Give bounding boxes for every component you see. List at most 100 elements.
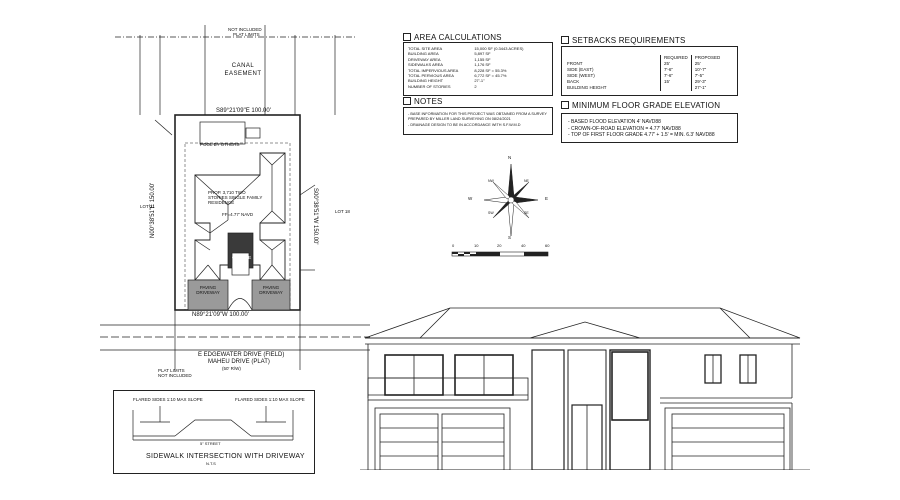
setbacks-cell: SIDE (WEST) [564, 73, 661, 79]
setbacks-cell [660, 85, 692, 91]
setbacks-cell: 29'-3" [694, 79, 707, 84]
nts-label: N.T.S [206, 461, 216, 466]
area-row-label: BUILDING HEIGHT [408, 78, 444, 84]
area-row-label: NUMBER OF STORIES [408, 83, 451, 89]
paving-driveway-right-label: PAVING DRIVEWAY [259, 285, 283, 295]
area-row: BUILDING HEIGHT 27'-1" [406, 78, 525, 83]
west-bearing-label: N00°38'51"E 150.00' [150, 182, 156, 238]
area-row-value: 15,000 SF (0.3443 ACRES) [474, 46, 524, 51]
north-arrow-compass-icon [483, 163, 539, 237]
east-bearing-label: S00°38'51"W 150.00' [312, 188, 318, 245]
canal-easement-label: CANAL EASEMENT [224, 63, 262, 77]
setbacks-cell: SIDE (EAST) [564, 67, 661, 73]
area-row: TOTAL PERVIOUS AREA 6,772 SF = 45.7% [406, 73, 525, 78]
front-elevation-drawing [360, 307, 810, 470]
area-row-value: 8,228 SF = 55.3% [474, 67, 507, 73]
south-bearing-label: N89°21'09"W 100.00' [192, 312, 249, 318]
area-row: SIDEWALKS AREA 1,176 SF [406, 62, 525, 67]
area-row: DRIVEWAY AREA 1,155 SF [406, 57, 525, 62]
plat-limits-top-label: PLAT LIMITS [233, 32, 260, 37]
site-plan [100, 25, 370, 370]
setbacks-cell: 7'-5" [694, 73, 704, 78]
scale-tick-60: 60 [545, 243, 550, 248]
notes-list: - BASE INFORMATION FOR THIS PROJECT WAS … [408, 112, 548, 128]
flared-sides-left-note: FLARED SIDES 1:10 MAX SLOPE [133, 397, 203, 402]
area-row-label: SIDEWALKS AREA [408, 62, 443, 68]
checkbox-icon [403, 97, 411, 105]
floor-grade-item: - BASED FLOOD ELEVATION 4' NAVD88 [568, 119, 661, 125]
compass-s-label: S [508, 235, 512, 240]
area-row: NUMBER OF STORIES 2 [406, 84, 525, 89]
scale-tick-40: 40 [521, 243, 526, 248]
checkbox-icon [561, 101, 569, 109]
compass-w-label: W [468, 196, 473, 201]
compass-se-label: SE [524, 211, 529, 215]
area-row-value: 1,176 SF [474, 62, 491, 68]
area-row-value: 6,772 SF = 45.7% [474, 73, 507, 79]
area-row: TOTAL SITE AREA 15,000 SF (0.3443 ACRES) [406, 46, 525, 51]
area-calculations-title: AREA CALCULATIONS [403, 33, 502, 42]
area-row-label: DRIVEWAY AREA [408, 56, 441, 62]
paving-driveway-left-label: PAVING DRIVEWAY [196, 285, 220, 295]
setbacks-cell: 7'-6" [660, 73, 692, 79]
north-bearing-label: S89°21'09"E 100.00' [216, 108, 271, 114]
area-row-label: BUILDING AREA [408, 51, 439, 57]
floor-grade-box: - BASED FLOOD ELEVATION 4' NAVD88 - CROW… [561, 113, 738, 143]
area-row-value: 2 [474, 83, 477, 89]
lot-21-label: LOT 21 [140, 204, 155, 209]
note-item: - BASE INFORMATION FOR THIS PROJECT WAS … [408, 112, 547, 121]
setbacks-cell: 25' [660, 61, 692, 67]
compass-sw-label: SW [488, 211, 494, 215]
setbacks-cell: 27'-1" [694, 85, 707, 90]
area-row-label: TOTAL SITE AREA [408, 46, 443, 51]
residence-label: PROP. 3,710 TWO STORIES SINGLE FAMILY RE… [208, 190, 263, 205]
setbacks-cell: 10'-7" [694, 67, 707, 72]
setbacks-cell: 7'-6" [660, 67, 692, 73]
setbacks-title: SETBACKS REQUIREMENTS [561, 36, 686, 45]
not-included-bottom-label: NOT INCLUDED [158, 373, 192, 378]
note-item: - DRAINAGE DESIGN TO BE IN ACCORDANCE WI… [408, 123, 521, 127]
scale-bar [451, 251, 549, 257]
floor-grade-item: - CROWN-OF-ROAD ELEVATION = 4.77' NAVD88 [568, 125, 681, 132]
notes-box: - BASE INFORMATION FOR THIS PROJECT WAS … [403, 107, 553, 135]
plat-limits-bottom-label: PLAT LIMITS [158, 368, 185, 373]
setbacks-row: SIDE (WEST)7'-6"7'-5" [564, 73, 723, 79]
lot-18-label: LOT 18 [335, 209, 350, 214]
setbacks-header-cell: PROPOSED [694, 55, 721, 60]
setbacks-header-cell [564, 55, 661, 61]
checkbox-icon [403, 33, 411, 41]
notes-title: NOTES [403, 97, 443, 106]
setbacks-row: BUILDING HEIGHT 27'-1" [564, 85, 723, 91]
area-row-label: TOTAL PERVIOUS AREA [408, 73, 454, 79]
area-row-value: 27'-1" [474, 78, 485, 84]
ffe-label: FF=4.77' NAVD [222, 212, 254, 217]
compass-nw-label: NW [488, 179, 494, 183]
area-row-label: TOTAL IMPERVIOUS AREA [408, 67, 459, 73]
setbacks-cell: BUILDING HEIGHT [564, 85, 661, 91]
setbacks-cell: 15' [660, 79, 692, 85]
sidewalk-detail-drawing [132, 406, 294, 441]
area-row-value: 1,155 SF [474, 56, 491, 62]
street-center-label: 5" STREET [200, 441, 221, 446]
sidewalk-detail-title: SIDEWALK INTERSECTION WITH DRIVEWAY [146, 453, 305, 460]
pool-label: POOL BY OTHERS [200, 142, 240, 147]
compass-e-label: E [545, 196, 549, 201]
floor-grade-title: MINIMUM FLOOR GRADE ELEVATION [561, 101, 720, 110]
compass-ne-label: NE [524, 179, 529, 183]
street-plat-label: MAHEU DRIVE (PLAT) [208, 359, 270, 365]
sidewalk-detail-box [113, 390, 315, 474]
compass-n-label: N [508, 155, 512, 160]
row-label: (50' R/W) [222, 366, 241, 371]
setbacks-row: SIDE (EAST)7'-6"10'-7" [564, 67, 723, 73]
street-field-label: E EDGEWATER DRIVE (FIELD) [198, 352, 285, 358]
scale-tick-0: 0 [452, 243, 455, 248]
area-row: TOTAL IMPERVIOUS AREA 8,228 SF = 55.3% [406, 68, 525, 73]
floor-grade-item: - TOP OF FIRST FLOOR GRADE 4.77' + 1.5' … [568, 132, 715, 139]
